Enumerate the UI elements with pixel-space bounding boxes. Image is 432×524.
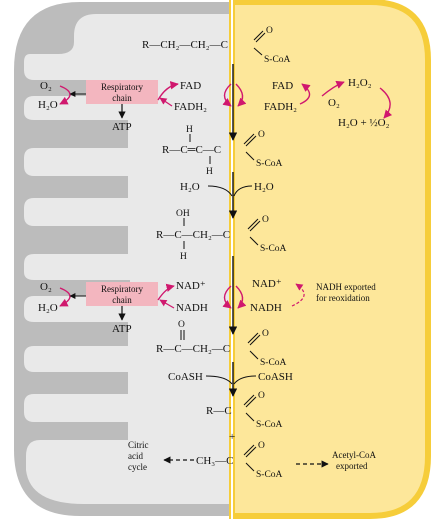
- structure-acetyl-coa: CH₃—C O S-CoA: [196, 441, 283, 480]
- coash-right: CoASH: [258, 371, 293, 383]
- fad-cycle-peroxisome: FAD FADH₂ H₂O₂ O₂ H₂O + ½O₂: [235, 77, 393, 129]
- nad-perox: NAD⁺: [252, 278, 282, 290]
- nad-cycle-mito: NAD⁺ NADH: [157, 280, 232, 314]
- fad-mito: FAD: [180, 80, 201, 92]
- s3-o: O: [262, 215, 269, 225]
- s4-scoa: S-CoA: [260, 358, 287, 368]
- s1-chain: R—CH₂—CH₂—C: [142, 39, 228, 51]
- s2-h-bottom: H: [206, 167, 213, 177]
- resp-chain-label-1: Respiratory: [101, 82, 143, 92]
- nad-mito: NAD⁺: [176, 280, 206, 292]
- peroxisome: [229, 0, 431, 519]
- citric-3: cycle: [128, 462, 147, 472]
- atp-label: ATP: [112, 121, 132, 133]
- s4-o-keto: O: [178, 320, 185, 330]
- coash-addition: CoASH CoASH: [168, 371, 293, 385]
- o2-perox-label: O₂: [328, 97, 340, 109]
- s3-scoa: S-CoA: [260, 244, 287, 254]
- acetyl-1: Acetyl-CoA: [332, 450, 376, 460]
- citric-1: Citric: [128, 440, 149, 450]
- s2-o: O: [258, 130, 265, 140]
- h2o2-label: H₂O₂: [348, 77, 372, 89]
- respiratory-chain-box: [86, 80, 158, 104]
- s5-o: O: [258, 391, 265, 401]
- structure-shortened-acyl-coa: R—C O S-CoA: [206, 391, 283, 430]
- h2o-label-2: H₂O: [38, 302, 58, 314]
- mitochondrion-matrix: [24, 14, 232, 504]
- s3-oh: OH: [176, 209, 190, 219]
- o2-label-2: O₂: [40, 281, 52, 293]
- s5-chain: R—C: [206, 405, 232, 417]
- respiratory-chain-upper: Respiratory chain O₂ H₂O ATP: [38, 80, 158, 133]
- structure-ketoacyl-coa: O R—C—CH₂—C O S-CoA: [156, 320, 287, 368]
- s2-chain: R—C═C—C: [162, 144, 221, 156]
- water-addition: H₂O H₂O: [180, 181, 274, 197]
- respiratory-chain-box-2: [86, 282, 158, 306]
- s5-scoa: S-CoA: [256, 420, 283, 430]
- s4-chain: R—C—CH₂—C: [156, 343, 230, 355]
- h2o-in-right: H₂O: [254, 181, 274, 193]
- s2-h-top: H: [186, 125, 193, 135]
- s3-h: H: [180, 252, 187, 262]
- fadh2-perox: FADH₂: [264, 101, 297, 113]
- s1-scoa: S-CoA: [264, 55, 291, 65]
- s1-o: O: [266, 26, 273, 36]
- s6-o: O: [258, 441, 265, 451]
- structure-enoyl-coa: H R—C═C—C H O S-CoA: [162, 125, 283, 177]
- citric-2: acid: [128, 451, 143, 461]
- h2o-label: H₂O: [38, 99, 58, 111]
- h2o-half-o2-label: H₂O + ½O₂: [338, 117, 390, 129]
- acetyl-coa-export: Acetyl-CoA exported: [296, 450, 376, 471]
- fad-cycle-mito: FAD FADH₂: [157, 80, 232, 113]
- s6-scoa: S-CoA: [256, 470, 283, 480]
- resp-chain-label-2: chain: [112, 93, 132, 103]
- nadh-perox: NADH: [250, 302, 282, 314]
- nadh-exported-2: for reoxidation: [316, 293, 370, 303]
- citric-acid-cycle: Citric acid cycle: [128, 440, 194, 472]
- acetyl-2: exported: [336, 461, 368, 471]
- nadh-exported-1: NADH exported: [316, 282, 376, 292]
- resp-chain-label-3: Respiratory: [101, 284, 143, 294]
- respiratory-chain-lower: Respiratory chain O₂ H₂O ATP: [38, 281, 158, 335]
- structure-acyl-coa: R—CH₂—CH₂—C O S-CoA: [142, 26, 291, 65]
- resp-chain-label-4: chain: [112, 295, 132, 305]
- s6-chain: CH₃—C: [196, 455, 233, 467]
- o2-label: O₂: [40, 80, 52, 92]
- s4-o: O: [262, 329, 269, 339]
- nad-cycle-peroxisome: NAD⁺ NADH NADH exported for reoxidation: [235, 278, 376, 314]
- coash-left: CoASH: [168, 371, 203, 383]
- h2o-in-left: H₂O: [180, 181, 200, 193]
- s3-chain: R—C—CH₂—C: [156, 229, 230, 241]
- plus-sign: +: [229, 431, 235, 443]
- mitochondrion: [14, 2, 232, 516]
- s2-scoa: S-CoA: [256, 159, 283, 169]
- nadh-mito: NADH: [176, 302, 208, 314]
- atp-label-2: ATP: [112, 323, 132, 335]
- fad-perox: FAD: [272, 80, 293, 92]
- structure-hydroxyacyl-coa: OH R—C—CH₂—C H O S-CoA: [156, 209, 287, 262]
- fadh2-mito: FADH₂: [174, 101, 207, 113]
